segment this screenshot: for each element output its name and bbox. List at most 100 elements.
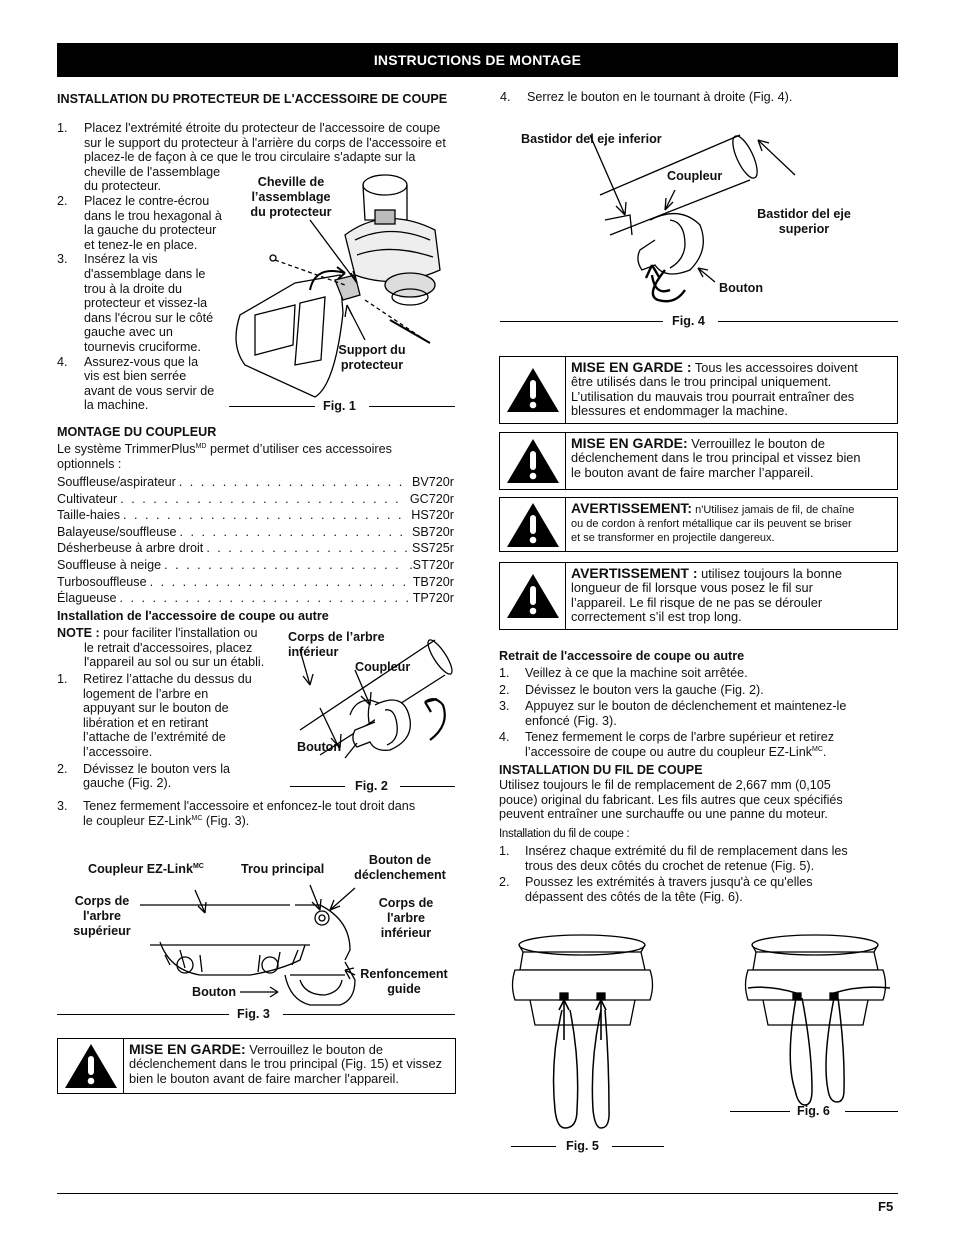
step-line: Insérez chaque extrémité du fil de rempl… <box>525 844 848 858</box>
label-line: Corps de <box>74 894 130 908</box>
step-line: Dévissez le bouton vers la gauche (Fig. … <box>525 682 764 697</box>
step-number: 2. <box>499 875 510 890</box>
accessory-code: HS720r <box>411 508 454 523</box>
note-line: l'appareil au sol ou sur un établi. <box>84 655 265 670</box>
install-step-2: 2. Dévissez le bouton vers la gauche (Fi… <box>57 762 297 791</box>
warning-text: MISE EN GARDE : Tous les accessoires doi… <box>566 357 864 423</box>
accessory-code: BV720r <box>411 475 454 489</box>
fig5-rule-right <box>612 1146 664 1147</box>
warning-line: le bouton avant de faire marcher l’appar… <box>571 464 814 480</box>
line-steps: 1. Insérez chaque extrémité du fil de re… <box>499 844 898 904</box>
accessory-row: Taille-haies HS720r <box>57 507 454 524</box>
fig3-label-trigger: Bouton de déclenchement <box>345 853 455 883</box>
step-line: Assurez-vous que la <box>84 354 199 369</box>
fig1-rule-right <box>369 406 455 407</box>
step-line: le coupleur EZ-LinkMC (Fig. 3). <box>83 814 457 829</box>
label-line: Corps de l’arbre <box>288 630 385 644</box>
install-note: NOTE : pour faciliter l'installation ou … <box>57 626 297 670</box>
step-line: Insérez la vis <box>84 252 158 267</box>
label-line: inférieur <box>288 645 339 659</box>
fig6-rule-left <box>730 1111 790 1112</box>
accessory-name: Balayeuse/souffleuse <box>57 524 177 539</box>
fig4-label-coupler: Coupleur <box>667 169 723 183</box>
fig2-label-coupler: Coupleur <box>355 660 411 674</box>
fig3-label-lower: Corps de l'arbre inférieur <box>373 896 439 941</box>
fig4-label-upper: Bastidor del eje superior <box>746 207 862 237</box>
step-line: dans l'écrou sur le côté <box>84 310 214 325</box>
warning-text: AVERTISSEMENT: n'Utilisez jamais de fil,… <box>566 498 860 551</box>
step-line: Appuyez sur le bouton de déclenchement e… <box>525 699 847 714</box>
warning-body: utilisez toujours la bonne <box>697 566 842 581</box>
removal-step-3: 3. Appuyez sur le bouton de déclenchemen… <box>499 699 898 728</box>
install-steps: 1. Retirez l’attache du dessus du logeme… <box>57 672 297 791</box>
step-line: Retirez l’attache du dessus du <box>83 672 252 686</box>
warning-line: l’appareil. Le fil risque de ne pas se d… <box>571 594 823 610</box>
trademark-sup: MD <box>195 443 207 450</box>
fig1-caption: Fig. 1 <box>323 399 356 413</box>
leader-dots <box>120 491 407 508</box>
step-line: avant de vous servir de <box>84 383 215 398</box>
note-line: NOTE : pour faciliter l'installation ou <box>57 626 297 641</box>
warning-line: correctement s’il est trop long. <box>571 609 742 625</box>
step-4-tighten: 4. Serrez le bouton en le tournant à dro… <box>500 90 792 105</box>
warning-line: MISE EN GARDE: Verrouillez le bouton de <box>129 1042 442 1057</box>
install-step-1: 1. Retirez l’attache du dessus du logeme… <box>57 672 297 760</box>
step-line: trou à la droite du <box>84 281 183 296</box>
fig3-label-ezlink: Coupleur EZ-LinkMC <box>88 862 204 877</box>
leader-dots <box>206 540 409 557</box>
step-line: l’accessoire de coupe ou autre du couple… <box>525 745 898 760</box>
warning-triangle-icon <box>506 368 559 412</box>
step-line: protecteur et vissez-la <box>84 296 208 311</box>
removal-step-4: 4. Tenez fermement le corps de l'arbre s… <box>499 730 898 759</box>
warning-line: MISE EN GARDE : Tous les accessoires doi… <box>571 360 858 375</box>
step-line: Tenez fermement l'accessoire et enfoncez… <box>83 799 416 813</box>
line-heading: INSTALLATION DU FIL DE COUPE <box>499 763 703 777</box>
step-line: gauche avec un <box>84 325 173 340</box>
line-step-1: 1. Insérez chaque extrémité du fil de re… <box>499 844 898 873</box>
accessory-row: Souffleuse/aspirateurBV720r <box>57 474 454 491</box>
warning-line: bien le bouton avant de faire marcher l'… <box>129 1070 399 1086</box>
fig1-label-support: Support du protecteur <box>322 343 422 373</box>
accessory-row: Turbosouffleuse TB720r <box>57 574 454 591</box>
step-text: (Fig. 3). <box>202 813 250 828</box>
fig4-knob-illustration <box>589 134 796 303</box>
protector-steps: 1. Placez l'extrémité étroite du protect… <box>57 121 457 413</box>
note-label: NOTE : <box>57 626 100 640</box>
step-number: 3. <box>499 699 510 714</box>
step-line: gauche (Fig. 2). <box>83 776 172 791</box>
warning-line: et se transformer en projectile dangereu… <box>571 532 775 544</box>
warning-triangle-icon <box>506 502 559 547</box>
fig3-ezlink-illustration <box>140 884 356 1006</box>
warning-line: L’utilisation du mauvais trou pourrait e… <box>571 388 855 404</box>
line-subheading: Installation du fil de coupe : <box>499 828 630 840</box>
fig2-rule-right <box>400 786 455 787</box>
fig2-rule-left <box>290 786 345 787</box>
accessory-row: Désherbeuse à arbre droitSS725r <box>57 540 454 557</box>
accessory-name: Taille-haies <box>57 508 120 523</box>
install-heading: Installation de l'accessoire de coupe ou… <box>57 609 329 623</box>
accessory-code: .ST720r <box>409 557 454 572</box>
step-number: 2. <box>499 682 510 697</box>
label-line: l'arbre <box>83 909 121 923</box>
warning-box-4: AVERTISSEMENT : utilisez toujours la bon… <box>499 562 898 630</box>
accessory-name: Turbosouffleuse <box>57 574 147 589</box>
step-line: l’attache de l’extrémité de <box>83 730 226 745</box>
fig2-label-knob: Bouton <box>297 740 342 754</box>
warning-title: MISE EN GARDE : <box>571 359 692 375</box>
warning-icon-cell <box>500 357 566 423</box>
step-line: enfoncé (Fig. 3). <box>525 713 617 728</box>
label-line: l'arbre <box>387 911 425 925</box>
warning-triangle-icon <box>64 1044 117 1088</box>
warning-icon-cell <box>58 1039 124 1093</box>
step-line: vis est bien serrée <box>84 369 187 384</box>
step-line: placez-le de façon à ce que le trou circ… <box>84 150 416 165</box>
step-text: l’accessoire de coupe ou autre du couple… <box>525 744 813 759</box>
leader-dots <box>180 524 409 541</box>
intro-line: pouce) original du fabricant. Les fils a… <box>499 792 843 807</box>
warning-box-left: MISE EN GARDE: Verrouillez le bouton de … <box>57 1038 456 1094</box>
step-line: appuyant sur le bouton de <box>83 701 229 716</box>
accessory-code: TB720r <box>412 574 454 589</box>
warning-line: AVERTISSEMENT : utilisez toujours la bon… <box>571 566 842 581</box>
step-line: d'assemblage dans le <box>84 266 206 281</box>
fig3-rule-left <box>57 1014 229 1015</box>
